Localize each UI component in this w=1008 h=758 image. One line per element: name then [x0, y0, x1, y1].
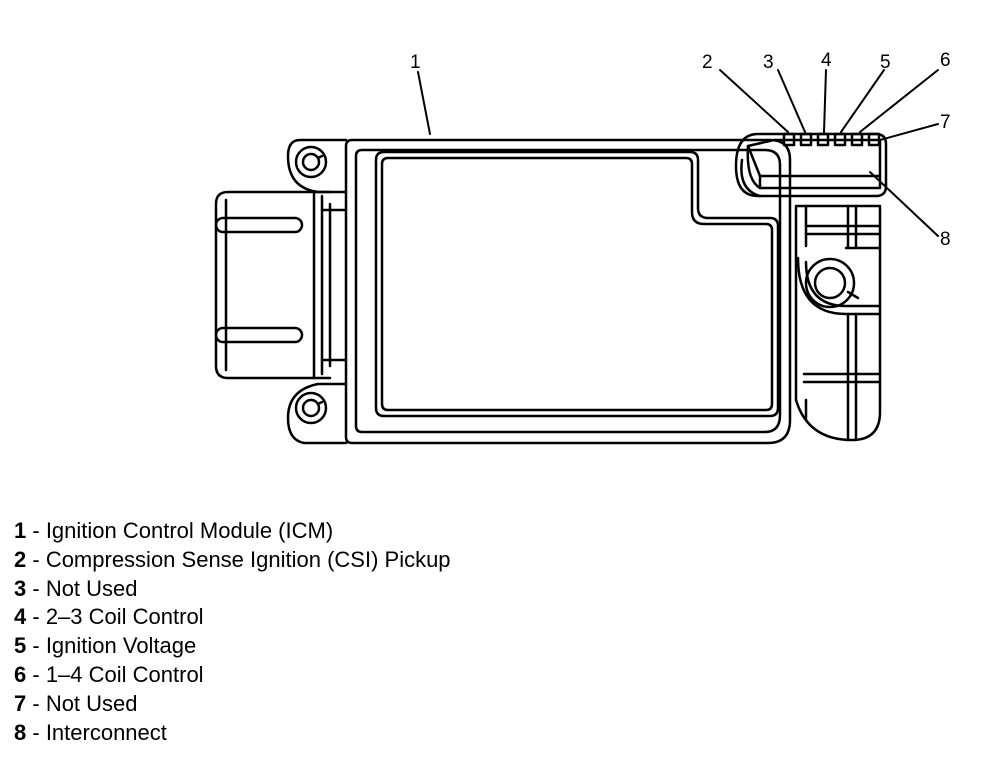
- icm-diagram: 1 2 3 4 5 6 7 8: [214, 50, 951, 445]
- callout-6: 6: [940, 50, 951, 71]
- module-body: [344, 138, 792, 445]
- mounting-tab-top: [286, 138, 348, 194]
- mounting-tab-bottom: [286, 382, 348, 445]
- legend-number: 6: [14, 661, 27, 687]
- legend-item: 5 - Ignition Voltage: [14, 632, 451, 661]
- legend-item: 3 - Not Used: [14, 575, 451, 604]
- legend-number: 4: [14, 604, 27, 630]
- legend-separator: -: [26, 518, 46, 543]
- legend-separator: -: [26, 690, 46, 716]
- legend-number: 8: [14, 719, 27, 745]
- connector-pins: [782, 132, 881, 147]
- legend-number: 1: [14, 518, 27, 543]
- legend-number: 2: [14, 546, 27, 572]
- legend-number: 7: [14, 690, 27, 716]
- legend-separator: -: [26, 719, 46, 745]
- legend-separator: -: [26, 546, 46, 572]
- callout-8: 8: [940, 229, 951, 250]
- legend-text: Ignition Control Module (ICM): [45, 518, 334, 543]
- legend-text: 1–4 Coil Control: [45, 661, 204, 687]
- legend-text: Not Used: [45, 690, 138, 716]
- callout-3: 3: [763, 52, 774, 73]
- legend-number: 3: [14, 575, 27, 601]
- legend-item: 8 - Interconnect: [14, 719, 451, 748]
- legend-text: Compression Sense Ignition (CSI) Pickup: [45, 546, 451, 572]
- legend-text: Not Used: [45, 575, 138, 601]
- legend-item: 1 - Ignition Control Module (ICM): [14, 517, 451, 546]
- legend-separator: -: [26, 604, 46, 630]
- main-connector: [214, 190, 348, 380]
- legend-text: Ignition Voltage: [45, 633, 197, 659]
- callout-2: 2: [702, 52, 713, 73]
- mounting-bracket: [794, 204, 882, 442]
- legend-item: 6 - 1–4 Coil Control: [14, 661, 451, 690]
- legend-separator: -: [26, 633, 46, 659]
- callout-5: 5: [880, 52, 891, 73]
- leader-lines: [417, 69, 939, 237]
- legend-separator: -: [26, 575, 46, 601]
- callout-1: 1: [410, 52, 421, 73]
- legend-text: Interconnect: [45, 719, 167, 745]
- callout-4: 4: [821, 50, 832, 71]
- legend-number: 5: [14, 633, 27, 659]
- callout-7: 7: [940, 112, 951, 133]
- legend-item: 2 - Compression Sense Ignition (CSI) Pic…: [14, 546, 451, 575]
- legend: 1 - Ignition Control Module (ICM) 2 - Co…: [14, 517, 451, 747]
- legend-separator: -: [26, 661, 46, 687]
- legend-item: 7 - Not Used: [14, 690, 451, 719]
- legend-text: 2–3 Coil Control: [45, 604, 204, 630]
- legend-item: 4 - 2–3 Coil Control: [14, 603, 451, 632]
